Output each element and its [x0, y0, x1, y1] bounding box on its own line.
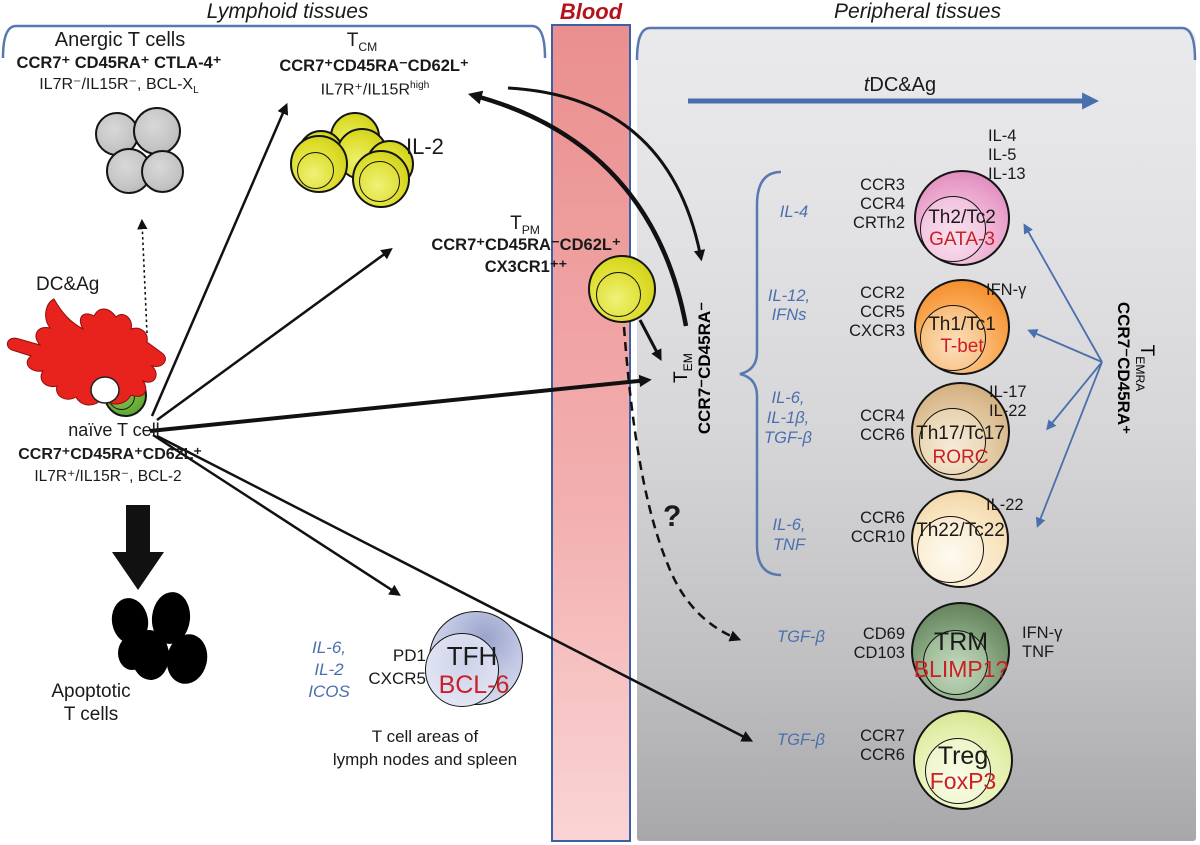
apoptotic-label-1: Apoptotic [51, 681, 131, 702]
tpm-cell-nucleus [596, 272, 641, 317]
tfh-factor: BCL-6 [438, 671, 510, 699]
markers-trm: CD69 CD103 [853, 625, 905, 662]
tfh-marker-pd1: PD1 [392, 646, 426, 665]
tdcag-label: tDC&Ag [863, 74, 937, 96]
inducer-tgfb: TGF-β [764, 429, 812, 447]
treg-factor: FoxP3 [929, 768, 997, 794]
trm-name: TRM [933, 628, 989, 656]
tfh-cytokine-il6: IL-6, [311, 638, 347, 657]
blood-region [551, 24, 631, 842]
th1-name: Th1/Tc1 [928, 314, 996, 335]
th17-cell-nucleus [919, 408, 986, 475]
il2-label: IL-2 [406, 134, 444, 159]
products-th22: IL-22 [986, 496, 1024, 514]
blood-title: Blood [559, 0, 623, 24]
tcm-cell-nucleus [297, 152, 334, 189]
arrow-naive-to-apoptotic [112, 505, 164, 590]
tpm-phenotype: CCR7⁺CD45RA⁻CD62L⁺ [431, 236, 621, 254]
products-th17: IL-17 IL-22 [989, 383, 1027, 420]
inducer-ifns: IFNs [771, 306, 807, 324]
inducer-il1b: IL-1β, [766, 409, 810, 427]
anergic-title: Anergic T cells [54, 29, 186, 51]
inducer-tgfb-trm: TGF-β [777, 628, 825, 646]
chemokines-th2: CCR3 CCR4 CRTh2 [853, 176, 905, 232]
arrow-naive-to-tpm [156, 247, 393, 422]
tcm-label: TCM [346, 30, 378, 54]
apoptotic-cell [118, 636, 146, 670]
anergic-cell [133, 107, 181, 155]
tfh-marker-cxcr5: CXCR5 [368, 669, 426, 688]
th17-name: Th17/Tc17 [916, 423, 1005, 444]
trm-cell-nucleus [923, 630, 988, 695]
naive-tcell-nucleus [108, 383, 135, 410]
inducer-il6-2: IL-6, [772, 516, 806, 534]
th1-factor: T-bet [940, 336, 984, 357]
treg-cell-nucleus [925, 738, 991, 804]
dc-ag-label: DC&Ag [36, 274, 100, 295]
trm-factor: BLIMP1? [913, 656, 1009, 682]
th2-factor: GATA-3 [929, 229, 995, 250]
lymphoid-tissues-title: Lymphoid tissues [206, 0, 369, 23]
inducer-tgfb-treg: TGF-β [777, 731, 825, 749]
tfh-cytokine-icos: ICOS [308, 682, 350, 701]
treg-name: Treg [937, 742, 989, 770]
th22-name: Th22/Tc22 [916, 520, 1005, 541]
inducer-il12: IL-12, [767, 287, 811, 305]
tem-label: TEM [671, 353, 695, 383]
tcm-cell-nucleus [359, 161, 400, 202]
apoptotic-label-2: T cells [63, 704, 119, 725]
inducer-il6: IL-6, [771, 389, 805, 407]
naive-tcell-label: naïve T cell [68, 420, 160, 440]
anergic-markers: IL7R⁻/IL15R⁻, BCL-XL [39, 76, 199, 97]
tfh-caption-1: T cell areas of [371, 727, 479, 746]
chemokines-th1: CCR2 CCR5 CXCR3 [849, 284, 905, 340]
temra-label-block: TEMRA CCR7⁻CD45RA⁺ [1105, 283, 1157, 453]
tcm-phenotype: CCR7⁺CD45RA⁻CD62L⁺ [279, 57, 469, 75]
peripheral-tissues-title: Peripheral tissues [834, 0, 1001, 23]
th2-name: Th2/Tc2 [928, 207, 996, 228]
products-th1: IFN-γ [986, 281, 1027, 299]
naive-phenotype: CCR7⁺CD45RA⁺CD62L⁺ [18, 446, 202, 463]
th22-cell-nucleus [917, 516, 984, 583]
temra-label: TEMRA [1133, 344, 1157, 392]
anergic-phenotype: CCR7⁺ CD45RA⁺ CTLA-4⁺ [16, 54, 222, 72]
products-trm: IFN-γ TNF [1022, 624, 1063, 661]
tcm-receptors: IL7R⁺/IL15Rhigh [320, 80, 430, 99]
th17-factor: RORC [932, 447, 989, 468]
products-th2: IL-4 IL-5 IL-13 [988, 127, 1026, 183]
tfh-caption-2: lymph nodes and spleen [332, 750, 518, 769]
tfh-cytokine-il2: IL-2 [314, 660, 344, 679]
th1-cell-nucleus [920, 305, 986, 371]
anergy-dotted-arrow [137, 218, 148, 334]
question-mark: ? [663, 500, 682, 533]
chemokines-treg: CCR7 CCR6 [860, 727, 905, 764]
chemokines-th17: CCR4 CCR6 [860, 407, 905, 444]
tpm-phenotype2: CX3CR1⁺⁺ [484, 258, 568, 276]
th2-cell-nucleus [920, 196, 986, 262]
naive-receptors: IL7R⁺/IL15R⁻, BCL-2 [34, 468, 182, 485]
tem-phenotype: CCR7⁻CD45RA⁻ [694, 301, 714, 435]
chemokines-th22: CCR6 CCR10 [850, 509, 905, 546]
tpm-label: TPM [510, 213, 540, 237]
inducer-il4: IL-4 [779, 203, 809, 221]
inducer-tnf: TNF [772, 536, 806, 554]
anergic-cell [141, 150, 184, 193]
tfh-name: TFH [446, 641, 498, 671]
tem-label-block: TEM CCR7⁻CD45RA⁻ [671, 283, 723, 453]
temra-phenotype: CCR7⁻CD45RA⁺ [1114, 301, 1134, 435]
